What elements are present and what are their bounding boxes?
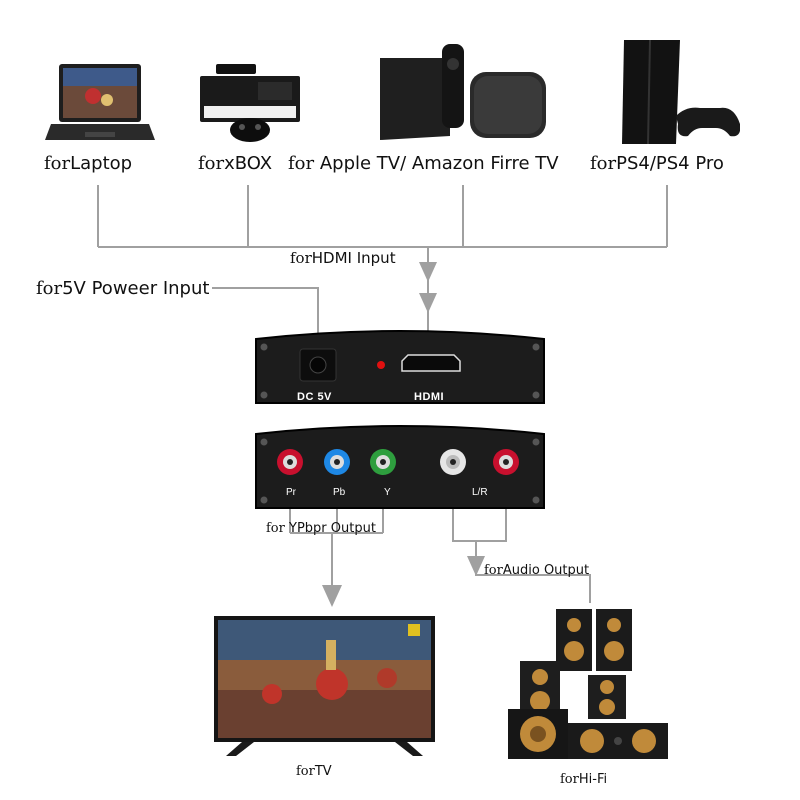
converter-front-panel bbox=[255, 330, 545, 404]
arrow-ypbpr bbox=[322, 585, 342, 607]
pb-label: Pb bbox=[333, 487, 346, 498]
power-input-label: for5V Poweer Input bbox=[36, 278, 210, 299]
ps4-caption: forPS4/PS4 Pro bbox=[590, 153, 724, 174]
xbox-caption: forxBOX bbox=[198, 153, 273, 174]
ps4-image bbox=[622, 39, 740, 145]
xbox-image bbox=[200, 64, 300, 142]
arrow-audio bbox=[467, 556, 485, 576]
converter-back-panel bbox=[255, 425, 545, 509]
y-label: Y bbox=[384, 487, 391, 498]
hdmi-input-label: forHDMI Input bbox=[290, 249, 396, 267]
tv-caption: forTV bbox=[296, 764, 332, 779]
ypbpr-output-label: for YPbpr Output bbox=[266, 521, 376, 536]
tv-image bbox=[214, 616, 435, 756]
lr-label: L/R bbox=[472, 487, 488, 498]
hifi-speakers-image bbox=[508, 609, 668, 759]
apple-tv-caption: for Apple TV/ Amazon Firre TV bbox=[288, 153, 559, 174]
arrow-hdmi-2 bbox=[419, 293, 437, 313]
laptop-caption: forLaptop bbox=[44, 153, 133, 174]
jack-audio-r bbox=[493, 449, 519, 475]
apple-tv-image bbox=[380, 44, 546, 140]
hifi-caption: forHi-Fi bbox=[560, 772, 608, 787]
hdmi-port bbox=[401, 354, 461, 372]
arrow-hdmi-1 bbox=[419, 262, 437, 282]
jack-audio-l bbox=[440, 449, 466, 475]
dc-5v-label: DC 5V bbox=[297, 391, 332, 403]
jack-pb bbox=[324, 449, 350, 475]
jack-y bbox=[370, 449, 396, 475]
laptop-image bbox=[45, 64, 155, 140]
hdmi-port-label: HDMI bbox=[414, 391, 445, 403]
jack-pr bbox=[277, 449, 303, 475]
power-led bbox=[377, 361, 385, 369]
pr-label: Pr bbox=[286, 487, 296, 498]
audio-output-label: forAudio Output bbox=[484, 563, 590, 578]
